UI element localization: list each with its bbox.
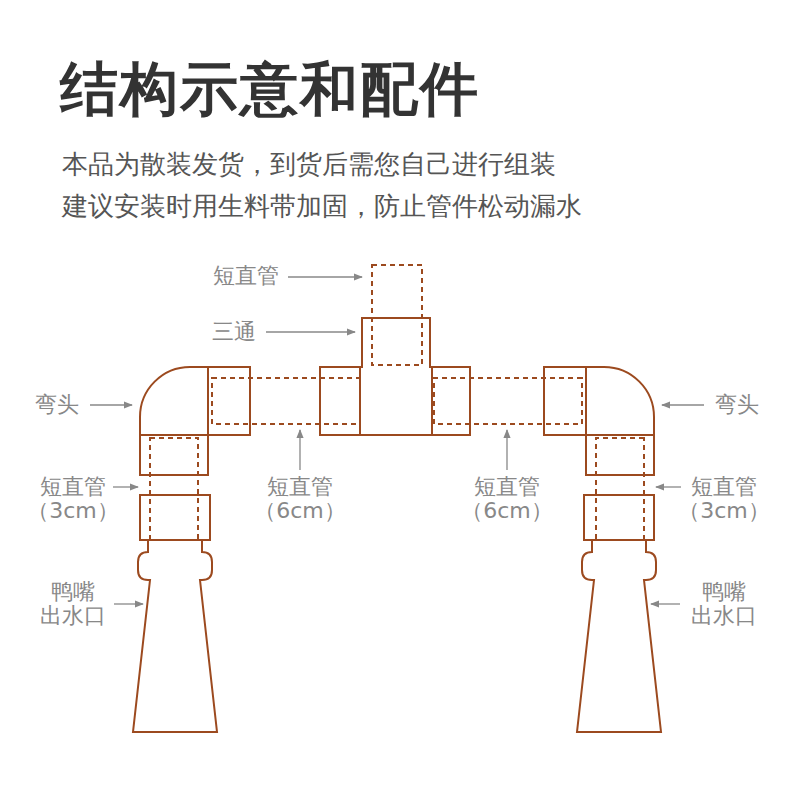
part-label: 鸭嘴 出水口 <box>684 580 764 628</box>
nozzle-socket <box>140 539 210 541</box>
side-assembly <box>133 367 360 732</box>
leader-line <box>506 430 507 470</box>
leader-line <box>266 331 355 332</box>
part-label: 短直管 （3cm） <box>23 475 123 523</box>
short-pipe-6cm <box>434 378 582 424</box>
part-label: 短直管 <box>201 264 291 288</box>
part-label: 短直管 （6cm） <box>250 475 350 523</box>
part-label: 鸭嘴 出水口 <box>33 580 113 628</box>
elbow-socket <box>586 367 654 435</box>
short-pipe-3cm <box>596 438 644 540</box>
short-pipe-6cm <box>212 378 360 424</box>
page-title: 结构示意和配件 <box>60 58 480 122</box>
part-label: 三通 <box>199 320 269 344</box>
pipe-parts <box>133 265 661 732</box>
leader-lines <box>90 277 704 604</box>
side-assembly <box>434 367 661 732</box>
part-label: 弯头 <box>22 393 92 417</box>
part-label: 短直管 （6cm） <box>457 475 557 523</box>
note-text: 建议安装时用生料带加固，防止管件松动漏水 <box>62 192 582 221</box>
elbow-socket <box>140 367 208 435</box>
part-label: 短直管 （3cm） <box>674 475 774 523</box>
tee-socket <box>360 367 432 435</box>
leader-line <box>299 430 300 470</box>
leader-line <box>662 404 704 405</box>
leader-line <box>656 486 681 487</box>
short-pipe-3cm <box>150 438 198 540</box>
elbow-fitting <box>140 367 250 475</box>
leader-line <box>288 276 362 277</box>
nozzle-socket <box>584 539 654 541</box>
leader-line <box>114 603 143 604</box>
short-pipe <box>372 265 422 365</box>
leader-line <box>113 486 138 487</box>
leader-line <box>90 404 132 405</box>
elbow-fitting <box>544 367 654 475</box>
leader-line <box>651 603 680 604</box>
tee-fitting <box>320 318 470 435</box>
duckbill-nozzle <box>577 495 661 732</box>
duckbill-nozzle <box>133 495 217 732</box>
note-text: 本品为散装发货，到货后需您自己进行组装 <box>62 150 556 179</box>
part-label: 弯头 <box>702 393 772 417</box>
